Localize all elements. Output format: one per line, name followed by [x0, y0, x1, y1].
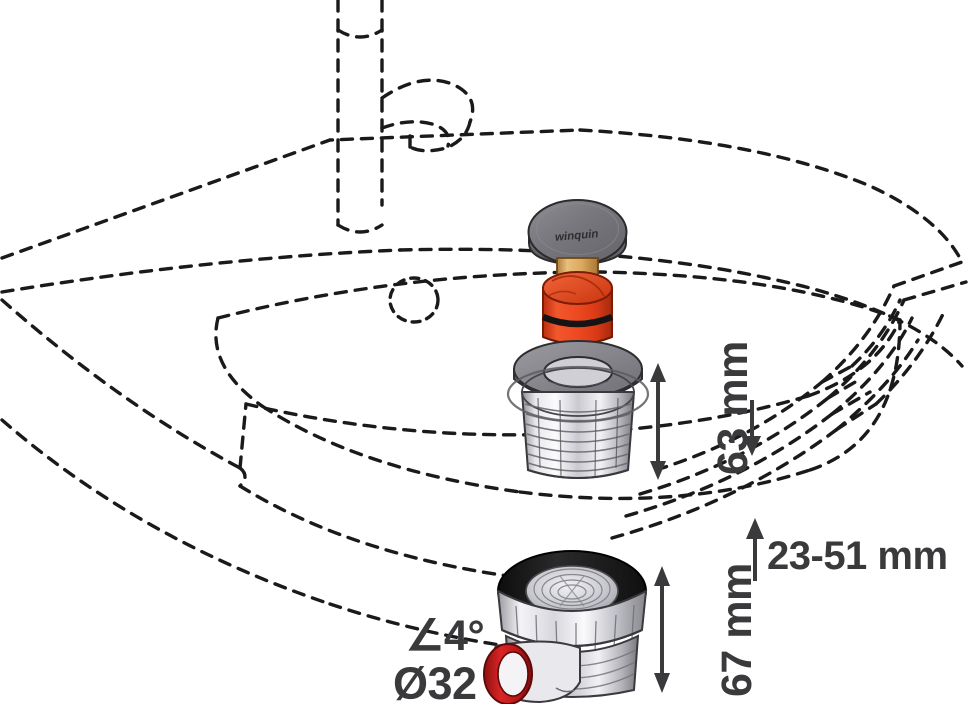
phantom-outlines	[0, 0, 968, 650]
dimension-arrow-67	[654, 566, 670, 693]
faucet-outline	[336, 0, 475, 234]
dimension-label-diameter: Ø32	[393, 658, 477, 704]
dimension-arrow-up	[746, 518, 764, 581]
cartridge-part	[541, 271, 614, 345]
overflow-hole-outline	[388, 276, 440, 324]
dimension-arrow-63	[650, 363, 666, 480]
bottle-trap-part	[483, 550, 648, 704]
dimension-arrow-down	[743, 400, 761, 456]
dimension-label-23-51mm: 23-51 mm	[767, 534, 948, 578]
dimension-label-angle: ∠4°	[406, 612, 485, 660]
dimension-label-67mm: 67 mm	[713, 563, 761, 697]
threaded-body-part	[506, 365, 650, 479]
basin-outline	[0, 128, 968, 650]
dimension-lines	[650, 363, 764, 693]
stopper-cap-part: winquin	[527, 199, 628, 267]
dimension-label-63mm: 63 mm	[709, 341, 757, 475]
brand-text: winquin	[555, 228, 599, 244]
